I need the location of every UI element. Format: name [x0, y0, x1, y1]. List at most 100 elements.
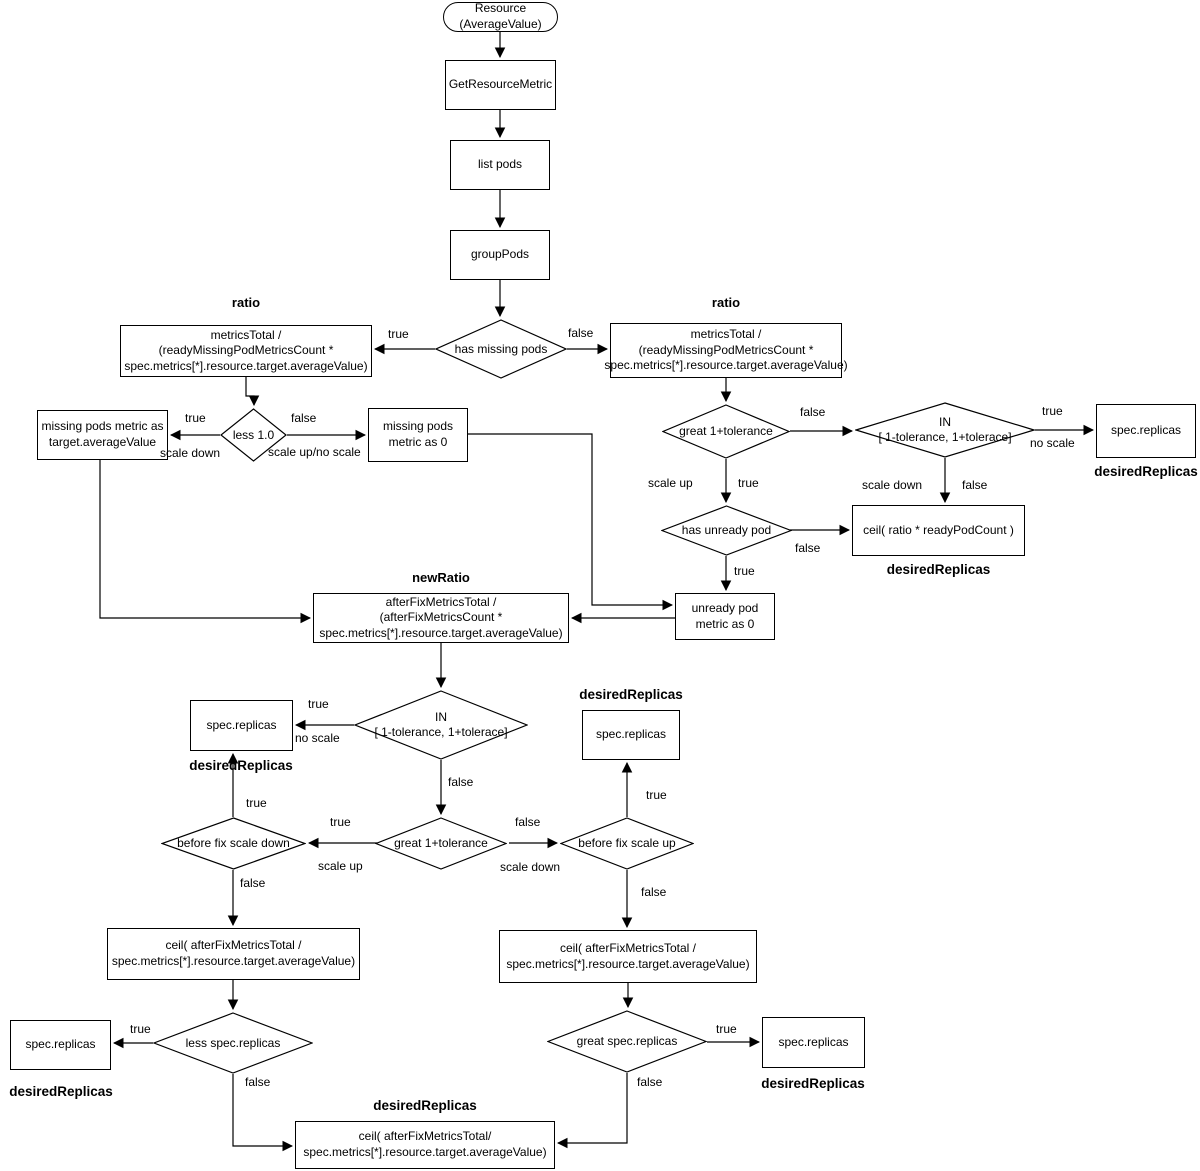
label-in2-no-scale: no scale	[295, 731, 340, 745]
node-label: spec.replicas	[206, 717, 277, 732]
diamond-shape	[375, 817, 507, 870]
node-label: metricsTotal / (readyMissingPodMetricsCo…	[124, 327, 368, 373]
label-greattol1-true: true	[738, 476, 759, 490]
caption-desired-replicas-top-right: desiredReplicas	[1094, 464, 1198, 479]
node-ceil-ready-pod-count: ceil( ratio * readyPodCount )	[852, 505, 1025, 556]
node-ceil-after-fix-bottom: ceil( afterFixMetricsTotal/ spec.metrics…	[295, 1121, 555, 1169]
decision-label: before fix scale down	[177, 836, 290, 850]
label-unready-false: false	[795, 541, 821, 555]
label-in2-true: true	[308, 697, 329, 711]
decision-label: has missing pods	[454, 341, 548, 356]
node-label: afterFixMetricsTotal / (afterFixMetricsC…	[319, 594, 563, 640]
node-missing-pods-target: missing pods metric as target.averageVal…	[37, 410, 168, 460]
node-spec-replicas-bottom-left: spec.replicas	[10, 1020, 111, 1070]
diamond-shape	[662, 404, 790, 459]
node-label: spec.replicas	[595, 727, 667, 742]
node-label: spec.replicas	[1110, 423, 1182, 438]
label-greattol1-scale-up: scale up	[648, 476, 693, 490]
new-ratio-title: newRatio	[412, 570, 470, 585]
label-greattol2-true: true	[330, 815, 351, 829]
node-label: missing pods metric as target.averageVal…	[41, 419, 164, 449]
node-label: list pods	[477, 157, 523, 172]
node-spec-replicas-mid-left: spec.replicas	[190, 700, 293, 751]
diamond-shape	[354, 690, 528, 760]
node-list-pods: list pods	[450, 140, 550, 190]
label-greattol1-false: false	[800, 405, 826, 419]
decision-before-fix-scale-up: before fix scale up	[560, 817, 694, 870]
edge-lesssr-false-ceilbottom	[232, 1074, 294, 1152]
diamond-shape	[220, 408, 287, 462]
label-lessone-scale-up-no-scale: scale up/no scale	[268, 445, 361, 459]
decision-before-fix-scale-down: before fix scale down	[161, 817, 306, 870]
node-ratio-formula-right: metricsTotal / (readyMissingPodMetricsCo…	[604, 323, 848, 378]
edge-ratioleft-lessone	[245, 377, 260, 407]
decision-label: before fix scale up	[578, 836, 676, 850]
node-group-pods: groupPods	[450, 230, 550, 280]
decision-less-spec-replicas: less spec.replicas	[153, 1012, 313, 1074]
node-missing-pods-zero: missing pods metric as 0	[368, 408, 468, 462]
decision-great-tolerance-2: great 1+tolerance	[375, 817, 507, 870]
label-hasmissing-false: false	[568, 326, 594, 340]
caption-desired-replicas-mid-left: desiredReplicas	[189, 758, 293, 773]
node-label: Resource (AverageValue)	[459, 1, 542, 31]
decision-label: great 1+tolerance	[394, 836, 488, 850]
label-in1-no-scale: no scale	[1030, 436, 1075, 450]
label-greatsr-true: true	[716, 1022, 737, 1036]
decision-label: IN [ 1-tolerance, 1+tolerace]	[374, 710, 508, 739]
diamond-shape	[855, 402, 1035, 458]
decision-label: IN [ 1-tolerance, 1+tolerace]	[878, 415, 1012, 444]
edge-missingtarget-newratio	[99, 460, 312, 624]
decision-has-missing-pods: has missing pods	[435, 319, 567, 379]
node-ratio-formula-left: metricsTotal / (readyMissingPodMetricsCo…	[120, 325, 372, 377]
node-spec-replicas-mid-right: spec.replicas	[582, 710, 680, 760]
node-spec-replicas-bottom-right: spec.replicas	[762, 1017, 865, 1068]
label-bfsu-false: false	[641, 885, 667, 899]
decision-less-one: less 1.0	[220, 408, 287, 462]
diamond-shape	[661, 505, 792, 556]
label-greattol2-scale-down: scale down	[500, 860, 561, 874]
decision-label: great spec.replicas	[576, 1034, 678, 1048]
node-label: ceil( afterFixMetricsTotal/ spec.metrics…	[303, 1129, 547, 1159]
label-bfsd-false: false	[240, 876, 266, 890]
node-unready-pod-zero: unready pod metric as 0	[675, 593, 775, 640]
decision-label: less 1.0	[232, 427, 275, 442]
label-lessone-true: true	[185, 411, 206, 425]
node-label: ceil( afterFixMetricsTotal / spec.metric…	[111, 938, 356, 968]
decision-label: has unready pod	[681, 523, 772, 537]
node-ceil-after-fix-right: ceil( afterFixMetricsTotal / spec.metric…	[499, 930, 757, 983]
caption-desired-replicas-bottom-left: desiredReplicas	[9, 1084, 113, 1099]
decision-great-tolerance-1: great 1+tolerance	[662, 404, 790, 459]
caption-desired-replicas-mid-right: desiredReplicas	[579, 687, 683, 702]
label-unready-true: true	[734, 564, 755, 578]
decision-label: great 1+tolerance	[679, 424, 773, 438]
label-greatsr-false: false	[637, 1075, 663, 1089]
diamond-shape	[547, 1010, 707, 1073]
ratio-title-right: ratio	[711, 295, 741, 310]
label-in1-true: true	[1042, 404, 1063, 418]
diamond-shape	[153, 1012, 313, 1074]
node-get-resource-metric: GetResourceMetric	[445, 60, 556, 110]
node-label: metricsTotal / (readyMissingPodMetricsCo…	[604, 327, 848, 373]
caption-desired-replicas-bottom-center: desiredReplicas	[373, 1098, 477, 1113]
node-label: spec.replicas	[25, 1037, 96, 1052]
label-greattol2-false: false	[515, 815, 541, 829]
node-label: missing pods metric as 0	[382, 419, 454, 449]
diamond-shape	[161, 817, 306, 870]
label-lesssr-false: false	[245, 1075, 271, 1089]
caption-desired-replicas-bottom-right: desiredReplicas	[761, 1076, 865, 1091]
node-label: spec.replicas	[778, 1034, 849, 1049]
node-label: ceil( ratio * readyPodCount )	[863, 522, 1014, 537]
ratio-title-left: ratio	[231, 295, 261, 310]
label-in2-false: false	[448, 775, 474, 789]
node-label: unready pod metric as 0	[691, 600, 759, 631]
decision-in-tolerance-1: IN [ 1-tolerance, 1+tolerace]	[855, 402, 1035, 458]
node-ceil-after-fix-left: ceil( afterFixMetricsTotal / spec.metric…	[107, 928, 360, 980]
node-start-resource: Resource (AverageValue)	[443, 1, 558, 32]
diamond-shape	[435, 319, 567, 379]
label-greattol2-scale-up: scale up	[318, 859, 363, 873]
node-new-ratio-formula: afterFixMetricsTotal / (afterFixMetricsC…	[313, 593, 569, 643]
label-bfsu-true: true	[646, 788, 667, 802]
node-label: GetResourceMetric	[448, 77, 553, 92]
